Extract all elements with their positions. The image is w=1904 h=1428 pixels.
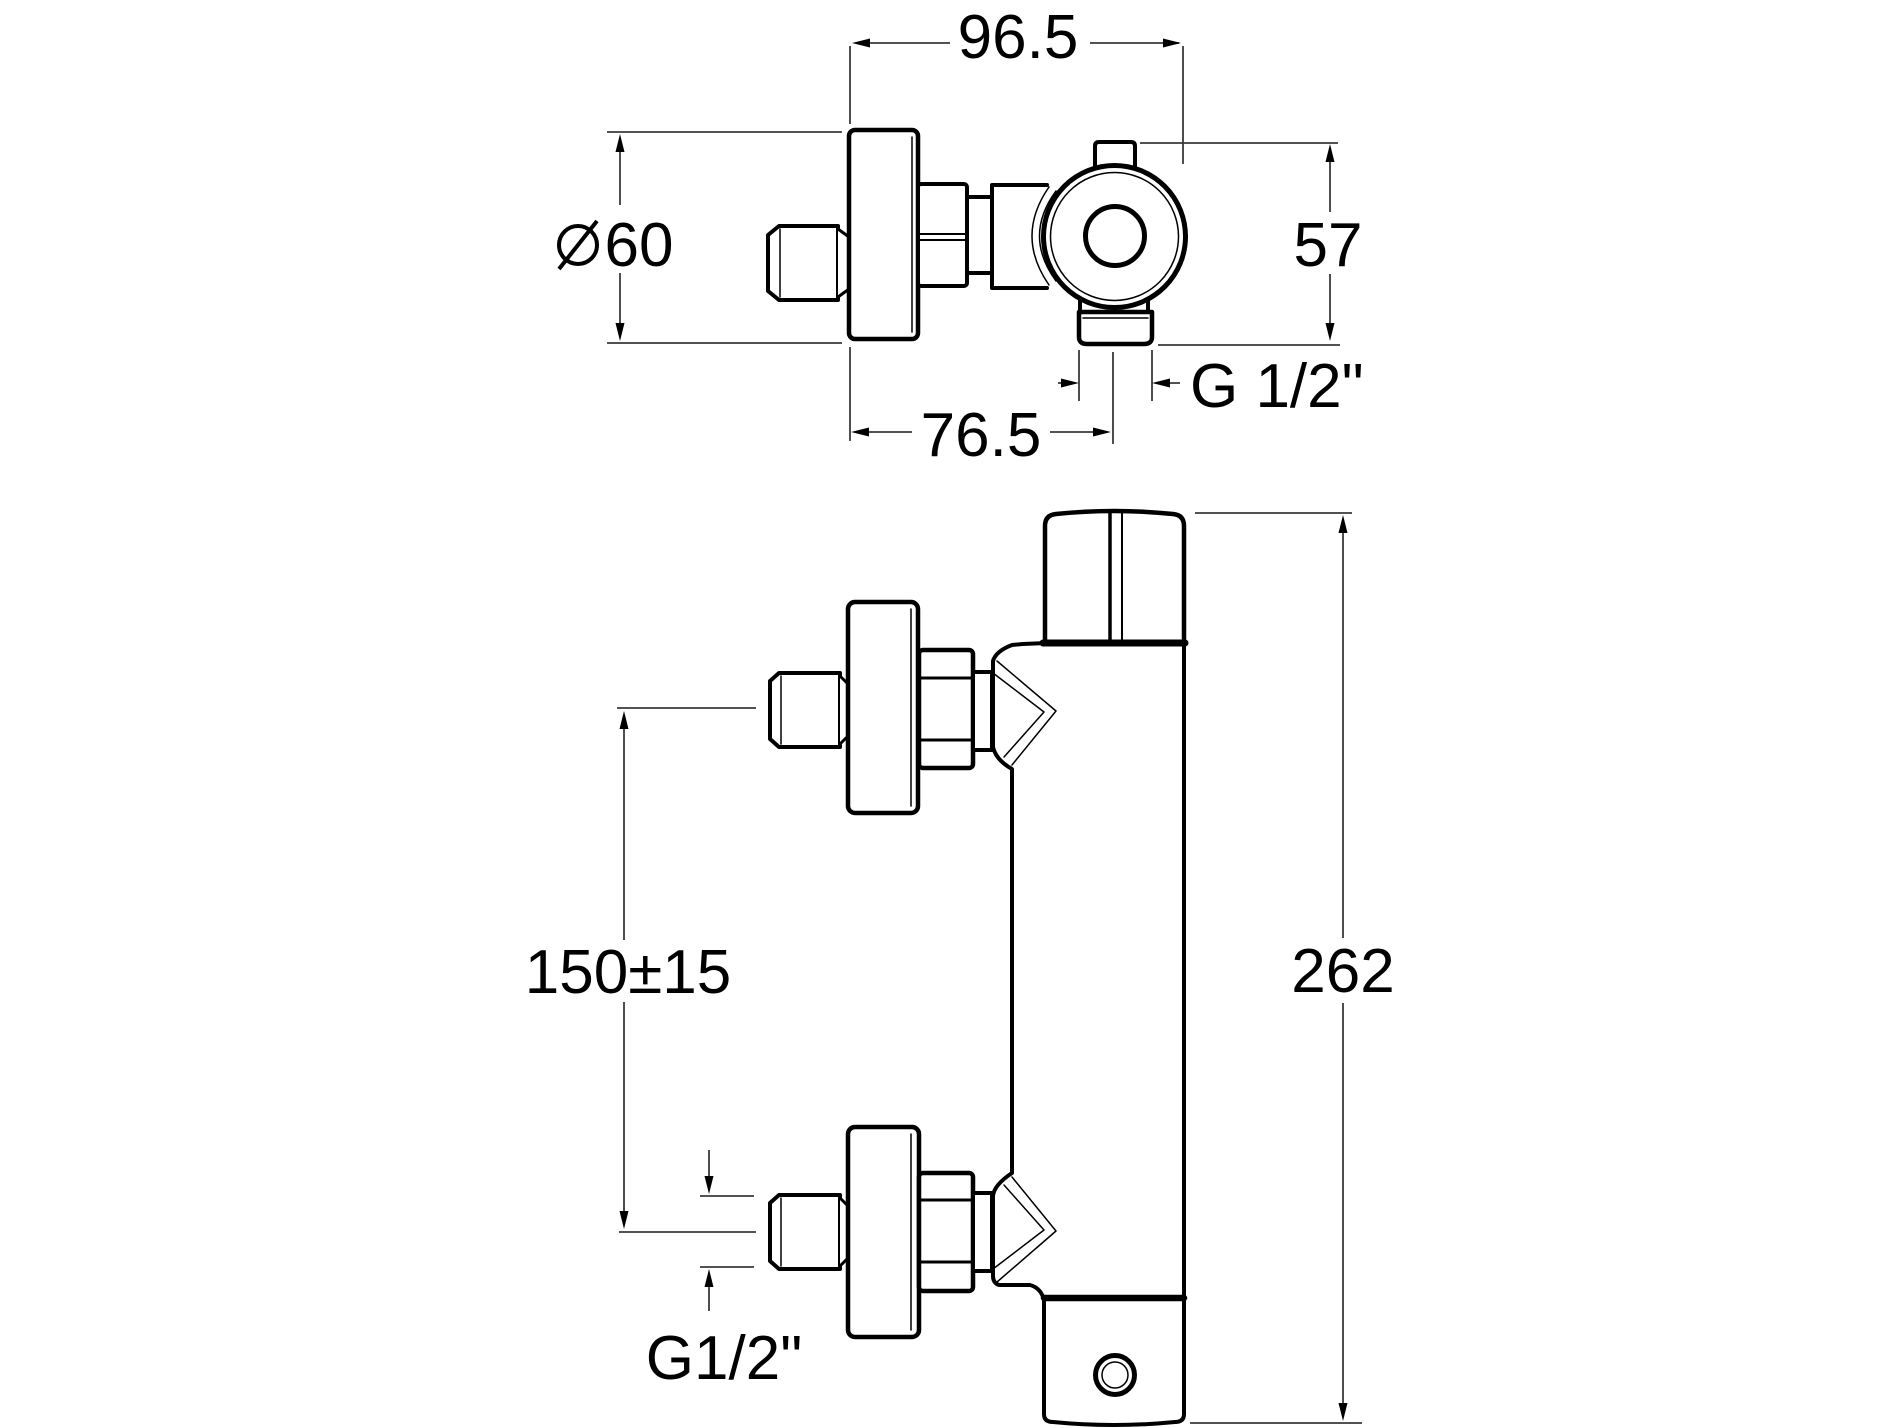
cone-shading-arc [1031,186,1050,286]
lower-hex-nut [916,1170,976,1294]
valve-block-top-view [990,183,1049,290]
lower-boss-cone-line [996,1176,1057,1283]
upper-hex-nut [916,647,976,771]
union-washer-top-view [965,195,994,275]
lower-boss-cone-line [992,1184,1045,1270]
dimension-annotations [557,38,1362,1424]
dim-label-height-overall: 262 [1291,937,1394,1006]
arrowhead-up [704,1269,714,1287]
arrowhead-down [1325,323,1335,341]
diameter-symbol-slash [557,219,599,271]
top-view-wall-union [766,127,994,342]
arrowhead-down [615,323,625,341]
front-view [768,508,1189,1427]
arrowhead-right [1093,427,1111,437]
dim-label-width-overall: 96.5 [958,3,1079,72]
arrowhead-right [1061,378,1079,388]
arrowhead-up [615,134,625,152]
knob-index-tab [1093,140,1137,172]
dimension-height-overall [1338,515,1348,1421]
dim-label-inlet-thread: G1/2" [646,1324,802,1393]
arrowhead-down [704,1176,714,1194]
upper-union-washer [971,670,994,752]
front-view-lower-union [768,1124,994,1340]
arrowhead-up [619,711,629,729]
dim-label-wall-to-outlet: 76.5 [921,401,1042,470]
upper-boss-cone-line [992,672,1045,758]
bottom-outlet-port-inner [1101,1361,1129,1389]
upper-wall-flange [845,599,921,816]
shower-outlet-top-view [1076,309,1155,347]
dim-label-outlet-thread-top: G 1/2" [1190,352,1364,421]
thermostat-knob-outline [1041,163,1188,310]
dim-label-inlet-centres: 150±15 [525,938,731,1007]
temperature-handle-cap [1042,508,1187,645]
cone-shading-arc [1038,190,1057,282]
arrowhead-left [1152,378,1170,388]
wall-flange-top-view [846,127,921,342]
lower-inlet-nipple [768,1193,842,1271]
bottom-outlet-port [1093,1353,1137,1397]
mixer-body-front-view [991,641,1186,1427]
arrowhead-left [851,427,869,437]
arrowhead-down [619,1211,629,1229]
dim-label-head-depth: 57 [1294,211,1363,280]
dimension-wall-to-outlet [851,427,1111,437]
arrowhead-left [852,38,870,48]
dimension-outlet-thread-top [1058,378,1180,388]
thermostat-knob-center [1083,204,1147,268]
dimension-flange-diameter [557,134,625,341]
arrowhead-down [1338,1403,1348,1421]
front-view-upper-union [768,599,994,816]
dimension-width-overall [852,38,1181,48]
dim-label-flange-diameter: 60 [605,211,674,280]
arrowhead-up [1325,144,1335,162]
arrowhead-up [1338,515,1348,533]
dimension-head-depth [1325,144,1335,341]
thermostat-knob-rim [1049,171,1180,302]
lower-union-washer [971,1191,994,1273]
top-view [766,127,1188,347]
upper-boss-cone-line [996,660,1057,766]
upper-inlet-nipple [768,671,842,749]
arrowhead-right [1163,38,1181,48]
dimension-inlet-thread [704,1150,714,1311]
inlet-nipple-top-view [766,224,840,302]
top-view-valve-head [990,140,1188,347]
lower-wall-flange [845,1124,922,1340]
dimension-inlet-centres [619,711,629,1229]
diameter-symbol [557,224,599,266]
dimension-labels: 96.5 60 57 G 1/2" 76.5 150±15 G1/2" 262 [525,3,1395,1393]
